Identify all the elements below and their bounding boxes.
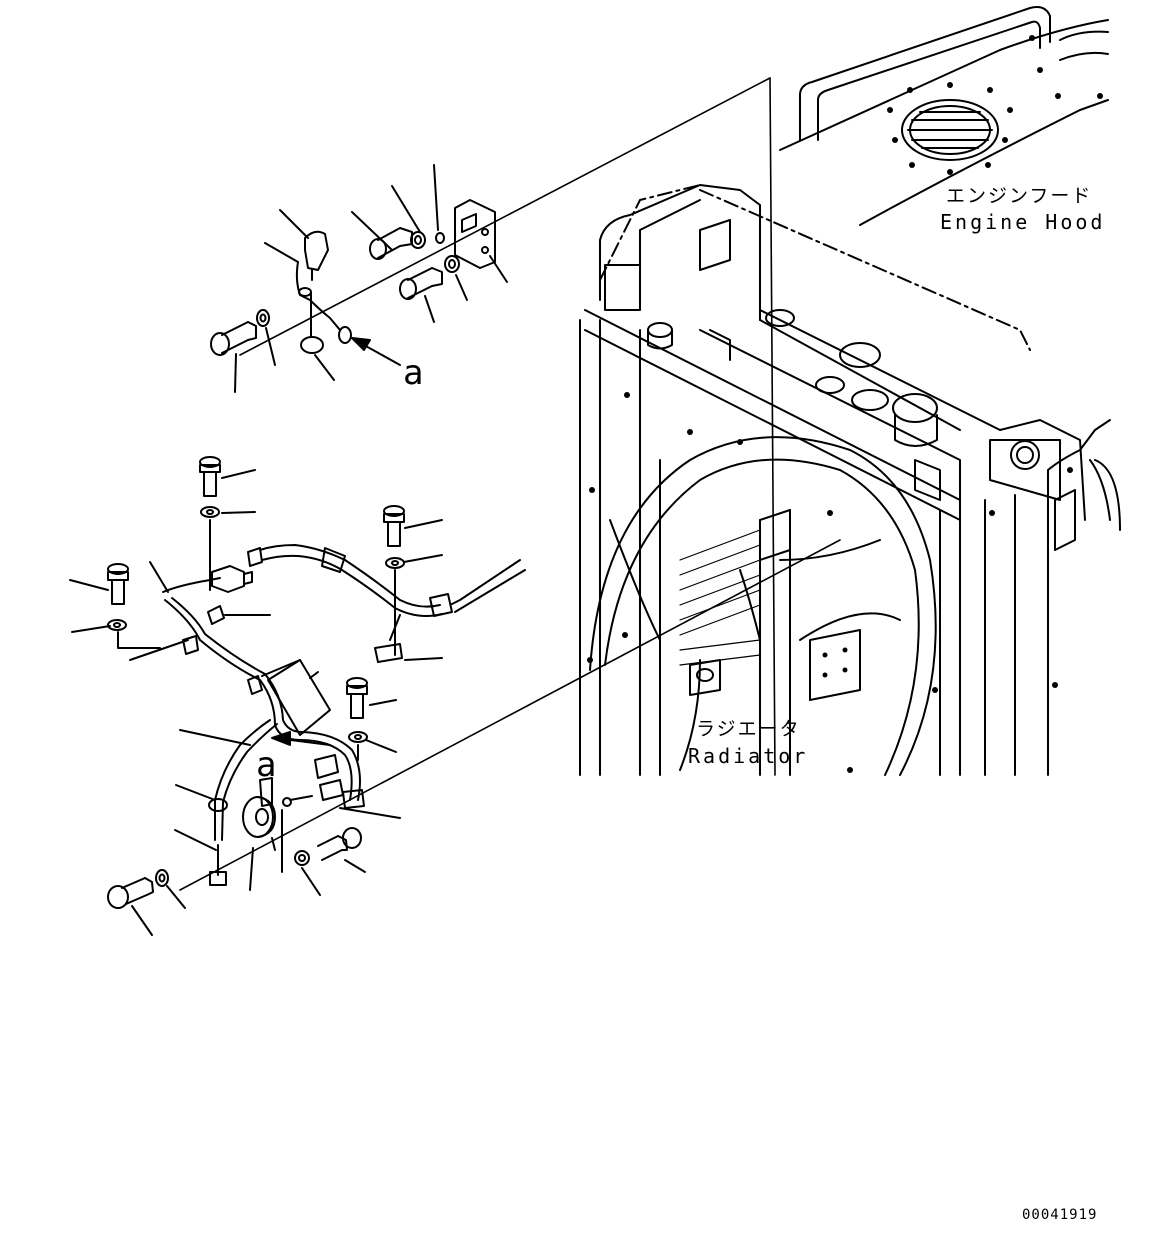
engine-hood-label-jp: エンジンフード [946,185,1093,207]
wiring-harness [69,456,526,936]
detail-marker-a-top: a [403,353,424,393]
engine-hood [779,6,1109,226]
radiator-label-en: Radiator [688,744,809,768]
detail-marker-a-bottom: a [256,745,277,785]
sensor-subassembly [210,164,508,393]
engine-hood-label-en: Engine Hood [940,210,1106,234]
radiator-assembly [579,184,1121,776]
radiator-label-jp: ラジエータ [696,718,801,740]
projection-lines [179,77,841,891]
drawing-number: 00041919 [1022,1207,1098,1223]
